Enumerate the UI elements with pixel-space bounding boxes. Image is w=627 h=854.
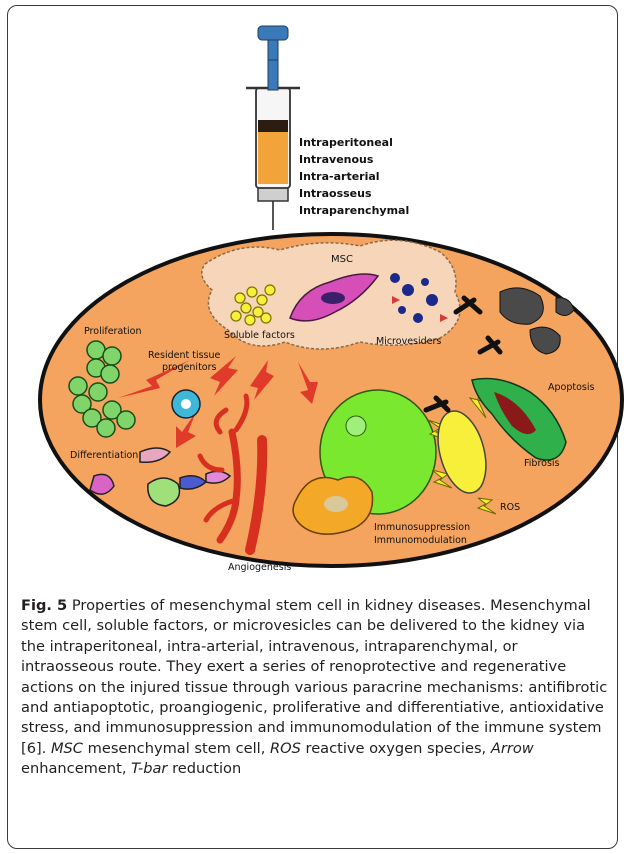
microvesicles-label: Microvesiders: [376, 336, 441, 347]
caption-title: Properties of mesenchymal stem cell in k…: [72, 597, 486, 614]
syringe-icon: [246, 26, 300, 230]
immuno-label-1: Immunosuppression: [374, 522, 470, 533]
figure-caption: Fig. 5 Properties of mesenchymal stem ce…: [21, 596, 611, 780]
caption-abbr-arrow: Arrow: [491, 740, 534, 757]
caption-abbr-tbar-def: reduction: [167, 760, 241, 777]
route-label-1: Intravenous: [299, 153, 374, 166]
route-label-2: Intra-arterial: [299, 170, 380, 183]
apoptosis-label: Apoptosis: [548, 382, 594, 393]
route-label-4: Intraparenchymal: [299, 204, 409, 217]
msc-label: MSC: [331, 254, 353, 265]
ros-label: ROS: [500, 502, 520, 513]
caption-body: Mesenchymal stem cell, soluble factors, …: [21, 597, 607, 757]
caption-abbr-msc: MSC: [51, 740, 83, 757]
proliferation-label: Proliferation: [84, 326, 141, 337]
soluble-factors-label: Soluble factors: [224, 330, 295, 341]
caption-abbr-ros: ROS: [270, 740, 301, 757]
caption-abbr-tbar: T-bar: [131, 760, 167, 777]
resident-label-1: Resident tissue: [148, 350, 221, 361]
fibrosis-label: Fibrosis: [524, 458, 560, 469]
angiogenesis-label: Angiogenesis: [228, 562, 291, 573]
kidney-illustration: Intraperitoneal Intravenous Intra-arteri…: [0, 0, 627, 590]
caption-abbr-arrow-def: enhancement,: [21, 760, 131, 777]
caption-abbr-ros-def: reactive oxygen species,: [301, 740, 491, 757]
differentiation-label: Differentiation: [70, 450, 138, 461]
caption-abbr-msc-def: mesenchymal stem cell,: [83, 740, 270, 757]
caption-fig-label: Fig. 5: [21, 597, 67, 614]
route-label-3: Intraosseus: [299, 187, 372, 200]
immuno-label-2: Immunomodulation: [374, 535, 467, 546]
route-label-0: Intraperitoneal: [299, 136, 393, 149]
resident-label-2: progenitors: [162, 362, 217, 373]
